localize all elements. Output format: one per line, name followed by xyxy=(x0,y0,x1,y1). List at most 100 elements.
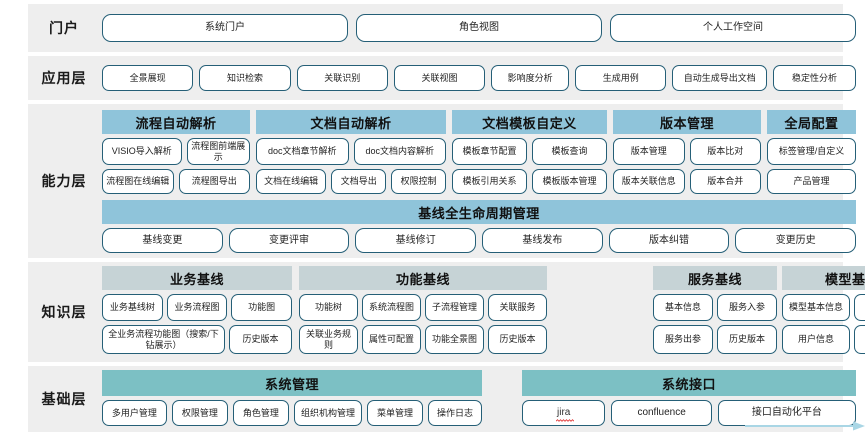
cap-change-review[interactable]: 变更评审 xyxy=(228,228,350,253)
found-org-structure-management[interactable]: 组织机构管理 xyxy=(293,400,363,426)
know-basic-info[interactable]: 基本信息 xyxy=(653,294,713,321)
cap-group-header-version-mgmt: 版本管理 xyxy=(613,110,761,134)
app-item-knowledge-search[interactable]: 知识检索 xyxy=(199,65,291,91)
arrow-decoration-icon xyxy=(745,421,865,431)
cap-version-compare[interactable]: 版本比对 xyxy=(689,138,761,165)
cap-row1-doc-template: 模板章节配置 模板查询 xyxy=(452,138,607,165)
found-permission-management[interactable]: 权限管理 xyxy=(171,400,228,426)
know-history-version-function[interactable]: 历史版本 xyxy=(488,325,547,354)
cap-flowchart-online-edit[interactable]: 流程图在线编辑 xyxy=(102,169,174,194)
cap-template-chapter-config[interactable]: 模板章节配置 xyxy=(452,138,527,165)
cap-baseline-release[interactable]: 基线发布 xyxy=(482,228,603,253)
cap-doc-chapter-parse[interactable]: doc文档章节解析 xyxy=(256,138,349,165)
portal-item-personal-workspace[interactable]: 个人工作空间 xyxy=(610,14,856,42)
know-function-chart[interactable]: 功能图 xyxy=(231,294,293,321)
know-business-baseline-tree[interactable]: 业务基线树 xyxy=(102,294,163,321)
know-function-panorama[interactable]: 功能全景图 xyxy=(425,325,484,354)
know-system-flowchart[interactable]: 系统流程图 xyxy=(362,294,421,321)
cap-tag-management-custom[interactable]: 标签管理/自定义 xyxy=(767,138,856,165)
cap-visio-import-parse[interactable]: VISIO导入解析 xyxy=(102,138,182,165)
portal-item-role-view[interactable]: 角色视图 xyxy=(356,14,602,42)
know-model-basic-info[interactable]: 模型基本信息 xyxy=(782,294,850,321)
app-item-stability-analysis[interactable]: 稳定性分析 xyxy=(773,65,856,91)
layer-application: 应用层 全景展现 知识检索 关联识别 关联视图 影响度分析 生成用例 自动生成导… xyxy=(28,56,856,100)
know-service-input-param[interactable]: 服务入参 xyxy=(717,294,777,321)
cap-doc-content-parse[interactable]: doc文档内容解析 xyxy=(353,138,446,165)
application-row: 全景展现 知识检索 关联识别 关联视图 影响度分析 生成用例 自动生成导出文档 … xyxy=(102,65,856,91)
know-row2-model: 用户信息 表空间信息 xyxy=(782,325,865,354)
cap-template-reference-relation[interactable]: 模板引用关系 xyxy=(452,169,527,194)
cap-row2-doc-template: 模板引用关系 模板版本管理 xyxy=(452,169,607,194)
cap-baseline-change[interactable]: 基线变更 xyxy=(102,228,223,253)
portal-item-system-portal[interactable]: 系统门户 xyxy=(102,14,348,42)
know-group-header-service-baseline: 服务基线 xyxy=(653,266,777,290)
layer-label-capability: 能力层 xyxy=(41,173,87,189)
know-subprocess-management[interactable]: 子流程管理 xyxy=(425,294,484,321)
know-row2-function: 关联业务规则 属性可配置 功能全景图 历史版本 xyxy=(299,325,547,354)
cap-lifecycle-header: 基线全生命周期管理 xyxy=(102,200,856,224)
cap-template-query[interactable]: 模板查询 xyxy=(532,138,607,165)
know-full-business-process-function-chart[interactable]: 全业务流程功能图（搜索/下钻展示） xyxy=(102,325,225,354)
know-database-info[interactable]: 数据库信息 xyxy=(854,294,865,321)
app-item-generate-case[interactable]: 生成用例 xyxy=(575,65,667,91)
know-function-tree[interactable]: 功能树 xyxy=(299,294,358,321)
app-item-auto-export-doc[interactable]: 自动生成导出文档 xyxy=(672,65,768,91)
found-confluence-button[interactable]: confluence xyxy=(611,400,712,426)
know-business-flowchart[interactable]: 业务流程图 xyxy=(166,294,228,321)
know-row1-function: 功能树 系统流程图 子流程管理 关联服务 xyxy=(299,294,547,321)
know-history-version-service[interactable]: 历史版本 xyxy=(717,325,777,354)
know-service-output-param[interactable]: 服务出参 xyxy=(653,325,713,354)
found-group-header-system-interface: 系统接口 xyxy=(522,370,856,396)
know-group-header-model-baseline: 模型基线 xyxy=(782,266,865,290)
cap-version-correction[interactable]: 版本纠错 xyxy=(608,228,730,253)
cap-doc-online-edit[interactable]: 文档在线编辑 xyxy=(256,169,327,194)
cap-permission-control[interactable]: 权限控制 xyxy=(391,169,446,194)
app-item-relation-view[interactable]: 关联视图 xyxy=(393,65,486,91)
know-history-version-business[interactable]: 历史版本 xyxy=(228,325,292,354)
cap-row1-global-config: 标签管理/自定义 xyxy=(767,138,856,165)
cap-flowchart-frontend-display[interactable]: 流程图前端展示 xyxy=(186,138,250,165)
layer-label-foundation: 基础层 xyxy=(41,391,87,407)
cap-product-management[interactable]: 产品管理 xyxy=(767,169,856,194)
cap-template-version-mgmt[interactable]: 模板版本管理 xyxy=(532,169,607,194)
know-related-business-rule[interactable]: 关联业务规则 xyxy=(299,325,358,354)
found-row-system-interface: jira confluence 接口自动化平台 xyxy=(522,400,856,426)
cap-row1-doc-parse: doc文档章节解析 doc文档内容解析 xyxy=(256,138,446,165)
cap-row2-version-mgmt: 版本关联信息 版本合并 xyxy=(613,169,761,194)
found-group-header-system-mgmt: 系统管理 xyxy=(102,370,482,396)
layer-capability: 能力层 流程自动解析 文档自动解析 文档模板自定义 版本管理 全局配置 VISI… xyxy=(28,104,857,258)
app-item-relation-recognition[interactable]: 关联识别 xyxy=(296,65,388,91)
jira-label: jira xyxy=(556,407,575,422)
know-row1-model: 模型基本信息 数据库信息 xyxy=(782,294,865,321)
cap-baseline-revision[interactable]: 基线修订 xyxy=(355,228,477,253)
layer-body-application: 全景展现 知识检索 关联识别 关联视图 影响度分析 生成用例 自动生成导出文档 … xyxy=(100,56,856,100)
layer-label-knowledge: 知识层 xyxy=(41,304,87,320)
cap-version-management[interactable]: 版本管理 xyxy=(613,138,685,165)
found-menu-management[interactable]: 菜单管理 xyxy=(367,400,424,426)
found-multi-user-management[interactable]: 多用户管理 xyxy=(102,400,167,426)
know-row1-business: 业务基线树 业务流程图 功能图 xyxy=(102,294,293,321)
found-jira-button[interactable]: jira xyxy=(522,400,606,426)
know-tablespace-info[interactable]: 表空间信息 xyxy=(854,325,865,354)
know-attribute-configurable[interactable]: 属性可配置 xyxy=(362,325,421,354)
cap-group-header-doc-parse: 文档自动解析 xyxy=(256,110,446,134)
layer-body-portal: 系统门户 角色视图 个人工作空间 xyxy=(100,4,856,52)
found-interface-automation-platform[interactable]: 接口自动化平台 xyxy=(717,400,856,426)
layer-body-foundation: 系统管理 系统接口 多用户管理 权限管理 角色管理 组织机构管理 菜单管理 操作… xyxy=(100,366,856,432)
cap-row2-doc-parse: 文档在线编辑 文档导出 权限控制 xyxy=(256,169,446,194)
cap-version-relation-info[interactable]: 版本关联信息 xyxy=(613,169,685,194)
layer-body-capability: 流程自动解析 文档自动解析 文档模板自定义 版本管理 全局配置 VISIO导入解… xyxy=(100,104,857,258)
app-item-panorama[interactable]: 全景展现 xyxy=(102,65,194,91)
cap-flowchart-export[interactable]: 流程图导出 xyxy=(178,169,250,194)
cap-doc-export[interactable]: 文档导出 xyxy=(331,169,387,194)
know-user-info[interactable]: 用户信息 xyxy=(782,325,850,354)
know-related-service[interactable]: 关联服务 xyxy=(488,294,547,321)
app-item-impact-analysis[interactable]: 影响度分析 xyxy=(491,65,570,91)
layer-label-application: 应用层 xyxy=(41,70,87,86)
cap-change-history[interactable]: 变更历史 xyxy=(735,228,857,253)
know-row1-service: 基本信息 服务入参 xyxy=(653,294,777,321)
cap-version-merge[interactable]: 版本合并 xyxy=(689,169,761,194)
found-operation-log[interactable]: 操作日志 xyxy=(428,400,482,426)
found-role-management[interactable]: 角色管理 xyxy=(232,400,289,426)
cap-group-header-global-config: 全局配置 xyxy=(767,110,856,134)
